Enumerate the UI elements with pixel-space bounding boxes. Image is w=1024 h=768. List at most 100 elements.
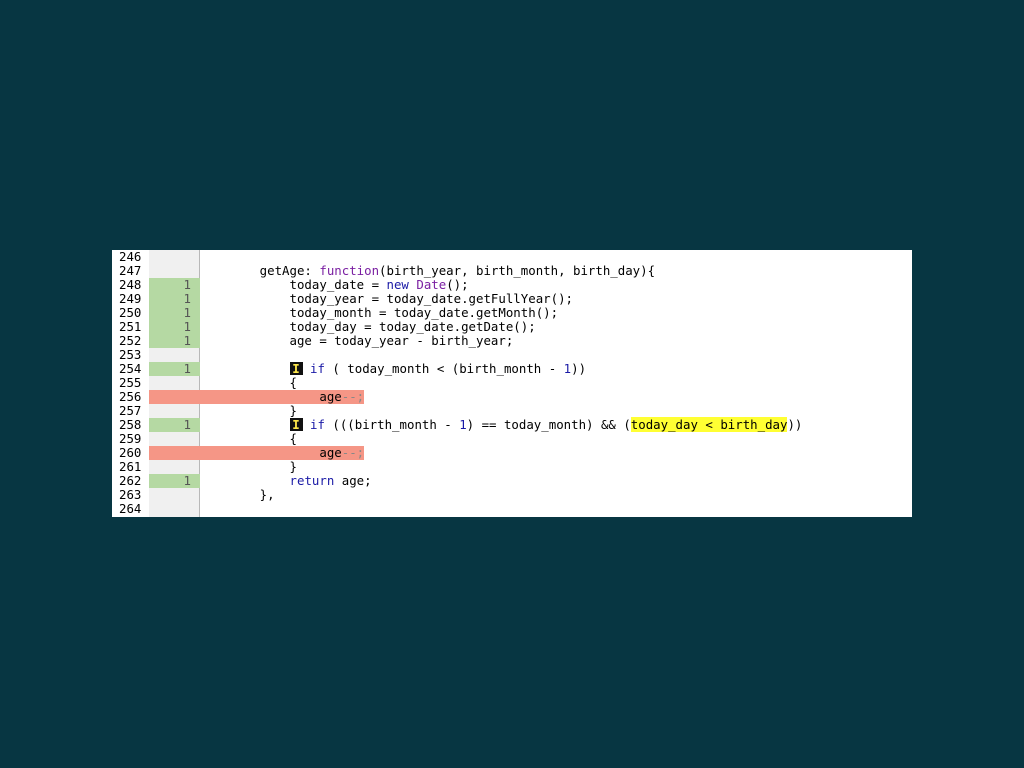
hit-count — [149, 250, 200, 264]
code-text: I if (((birth_month - 1) == today_month)… — [200, 417, 802, 432]
code-token: today_date = — [200, 277, 387, 292]
line-number-gutter — [112, 250, 149, 517]
code-token — [200, 473, 290, 488]
missed-line-bar — [200, 390, 364, 404]
hit-count — [149, 404, 200, 418]
line-number: 257 — [119, 403, 142, 418]
hit-count: 1 — [149, 306, 200, 320]
code-text: today_date = new Date(); — [200, 278, 469, 292]
code-line: 250 1 today_month = today_date.getMonth()… — [112, 306, 912, 320]
line-number: 258 — [119, 417, 142, 432]
line-number: 254 — [119, 361, 142, 376]
code-token: ( today_month < (birth_month - — [324, 361, 564, 376]
code-token: if — [310, 417, 325, 432]
line-number: 251 — [119, 319, 142, 334]
code-token: (((birth_month - — [324, 417, 460, 432]
code-line: 256 age--; — [112, 390, 912, 404]
code-token: )) — [571, 361, 587, 376]
line-number: 259 — [119, 431, 142, 446]
code-text: } — [200, 460, 297, 474]
code-line: 259 { — [112, 432, 912, 446]
line-number: 255 — [119, 375, 142, 390]
code-line: 257 } — [112, 404, 912, 418]
code-token: 1 — [459, 417, 467, 432]
code-token: function — [319, 263, 380, 278]
missed-line-bar — [200, 446, 364, 460]
line-number: 261 — [119, 459, 142, 474]
code-token: age = today_year - birth_year; — [200, 333, 514, 348]
code-token: return — [289, 473, 335, 488]
code-text: today_month = today_date.getMonth(); — [200, 305, 559, 320]
code-token: today_month = today_date.getMonth(); — [200, 305, 559, 320]
code-text: { — [200, 432, 297, 446]
code-token: age--; — [200, 389, 365, 404]
hit-count — [149, 460, 200, 474]
code-token: { — [200, 375, 297, 390]
line-number: 256 — [119, 389, 142, 404]
branch-indicator-icon: I — [289, 418, 303, 431]
code-line: 253 — [112, 348, 912, 362]
line-number: 250 — [119, 305, 142, 320]
code-line: 246 — [112, 250, 912, 264]
hit-count: 1 — [149, 320, 200, 334]
code-token: }, — [200, 487, 275, 502]
code-text: I if ( today_month < (birth_month - 1)) — [200, 362, 586, 376]
hit-count — [149, 376, 200, 390]
code-line: 260 age--; — [112, 446, 912, 460]
code-token — [200, 361, 290, 376]
code-token: age; — [334, 473, 372, 488]
code-token: ) == today_month) && ( — [466, 417, 631, 432]
code-token: today_year = today_date.getFullYear(); — [200, 291, 573, 306]
code-token: Date — [416, 277, 447, 292]
code-text: return age; — [200, 474, 372, 488]
hit-count: 1 — [149, 474, 200, 488]
code-text: today_day = today_date.getDate(); — [200, 320, 536, 334]
code-token: (); — [446, 277, 469, 292]
line-number: 249 — [119, 291, 142, 306]
hit-count — [149, 390, 200, 404]
code-token: { — [200, 431, 297, 446]
code-text: getAge: function(birth_year, birth_month… — [200, 264, 655, 278]
code-token: getAge: — [200, 263, 320, 278]
code-token: (birth_year, birth_month, birth_day){ — [379, 263, 656, 278]
hit-count — [149, 488, 200, 502]
hit-count: 1 — [149, 418, 200, 432]
code-line: 263 }, — [112, 488, 912, 502]
line-number: 252 — [119, 333, 142, 348]
hit-count — [149, 446, 200, 460]
code-line: 254 1 I if ( today_month < (birth_month -… — [112, 362, 912, 376]
line-number: 263 — [119, 487, 142, 502]
line-number: 260 — [119, 445, 142, 460]
code-text: today_year = today_date.getFullYear(); — [200, 292, 573, 306]
hit-count: 1 — [149, 362, 200, 376]
code-token: if — [310, 361, 325, 376]
code-text: }, — [200, 488, 275, 502]
code-token: 1 — [563, 361, 572, 376]
line-number: 247 — [119, 263, 142, 278]
code-token — [303, 417, 310, 432]
code-token: } — [200, 459, 297, 474]
code-line: 264 — [112, 502, 912, 516]
code-token: new — [386, 277, 409, 292]
code-line: 261 } — [112, 460, 912, 474]
hit-count — [149, 432, 200, 446]
line-number: 253 — [119, 347, 142, 362]
code-text: age = today_year - birth_year; — [200, 333, 514, 348]
hit-count — [149, 348, 200, 362]
code-text: age--; — [200, 446, 364, 460]
code-text: age--; — [200, 390, 364, 404]
line-number: 246 — [119, 250, 142, 264]
hit-count — [149, 502, 200, 516]
code-line: 247 getAge: function(birth_year, birth_m… — [112, 264, 912, 278]
code-token: today_day = today_date.getDate(); — [200, 319, 536, 334]
code-token: } — [200, 403, 297, 418]
code-token: age--; — [200, 445, 365, 460]
code-line: 255 { — [112, 376, 912, 390]
